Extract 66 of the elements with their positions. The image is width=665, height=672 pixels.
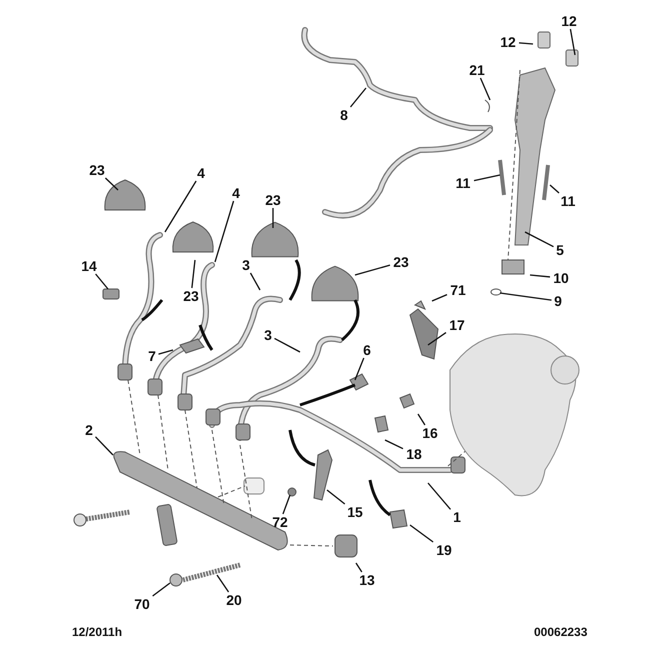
leader-line	[432, 294, 448, 302]
leader-line	[474, 174, 500, 182]
callout-number: 23	[265, 192, 281, 208]
leader-line	[250, 272, 261, 290]
callout-number: 9	[554, 293, 562, 309]
callout-number: 2	[85, 422, 93, 438]
leader-line	[152, 582, 170, 597]
date-code: 12/2011h	[72, 625, 122, 639]
leader-line	[428, 332, 446, 346]
callout-number: 20	[226, 592, 242, 608]
callout-number: 11	[560, 193, 576, 209]
leader-line	[354, 358, 364, 380]
leader-line	[214, 200, 234, 262]
leader-line	[524, 231, 554, 248]
leader-line	[191, 260, 196, 288]
callout-number: 17	[449, 317, 465, 333]
callout-number: 23	[183, 288, 199, 304]
callout-number: 16	[422, 425, 438, 441]
leader-line	[530, 274, 550, 278]
leader-line	[95, 274, 108, 290]
callout-number: 8	[340, 107, 348, 123]
leader-line	[158, 349, 174, 355]
callout-number: 7	[148, 348, 156, 364]
callout-number: 14	[81, 258, 97, 274]
leader-line	[104, 178, 118, 190]
drawing-number: 00062233	[534, 625, 588, 639]
callout-number: 4	[232, 185, 240, 201]
leader-line	[216, 574, 230, 592]
callout-number: 10	[553, 270, 569, 286]
leader-line	[272, 208, 274, 228]
leader-line	[417, 414, 426, 426]
leader-line	[500, 292, 552, 301]
callout-number: 21	[469, 62, 485, 78]
callout-number: 72	[272, 514, 288, 530]
callout-number: 4	[197, 165, 205, 181]
callout-number: 12	[561, 13, 577, 29]
leader-line	[95, 436, 114, 456]
callout-number: 12	[500, 34, 516, 50]
leader-line	[480, 78, 491, 100]
callout-number: 15	[347, 504, 363, 520]
leader-line	[570, 28, 576, 56]
callout-number: 71	[450, 282, 466, 298]
callout-number: 23	[393, 254, 409, 270]
leader-line	[274, 338, 300, 353]
leader-line	[384, 439, 404, 450]
leader-line	[518, 42, 534, 45]
leader-line	[350, 88, 366, 108]
leader-line	[326, 489, 346, 505]
callout-number: 13	[359, 572, 375, 588]
callout-number: 23	[89, 162, 105, 178]
callout-number: 18	[406, 446, 422, 462]
callout-number: 19	[436, 542, 452, 558]
leader-line	[410, 524, 434, 543]
leader-line	[164, 180, 197, 232]
leader-line	[428, 482, 451, 510]
leader-line	[355, 562, 362, 572]
callout-number: 3	[242, 257, 250, 273]
callout-number: 5	[556, 242, 564, 258]
callout-number: 11	[456, 175, 470, 191]
leader-line	[550, 184, 560, 194]
callout-number: 6	[363, 342, 371, 358]
callout-number: 1	[453, 509, 461, 525]
callout-number: 3	[264, 327, 272, 343]
leader-line	[354, 264, 390, 276]
leader-line	[282, 494, 291, 514]
callout-number: 70	[134, 596, 150, 612]
